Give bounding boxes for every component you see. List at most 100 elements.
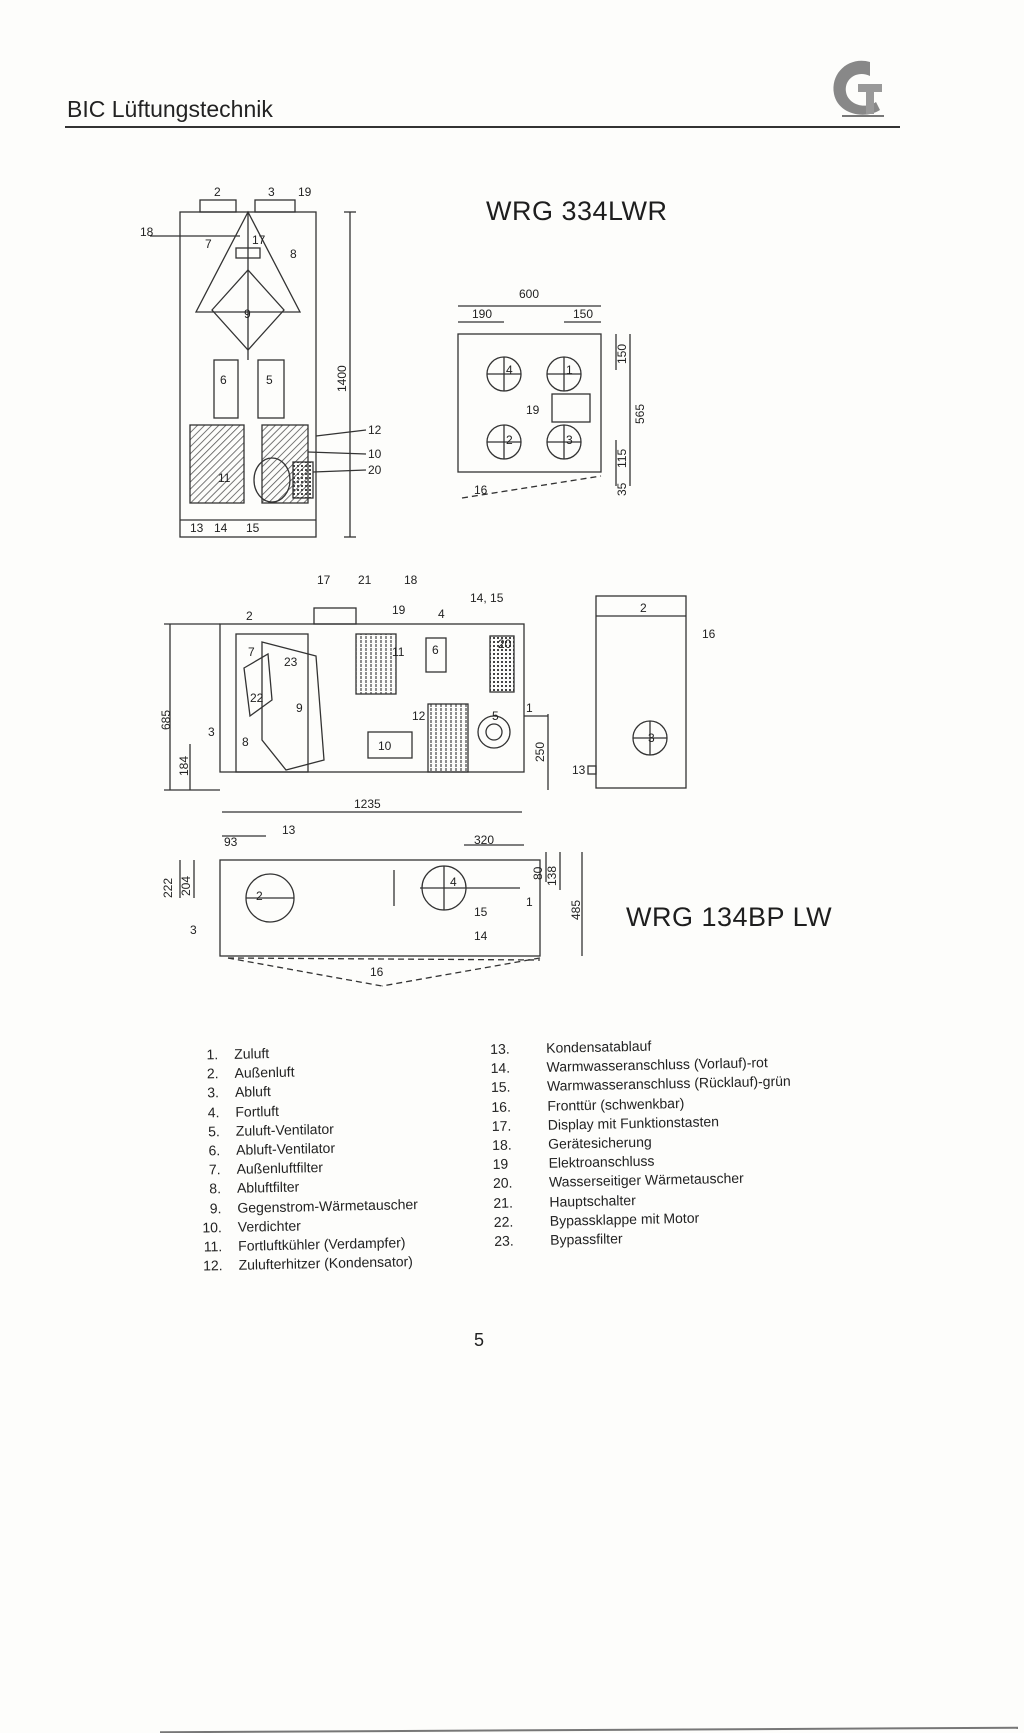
bic-logo-icon xyxy=(833,60,884,117)
label: 19 xyxy=(298,185,312,199)
header-rule xyxy=(65,126,900,128)
dimension-label: 250 xyxy=(533,742,547,762)
legend-item-text: Fortluft xyxy=(235,1102,280,1120)
legend-item-number: 18. xyxy=(492,1136,512,1153)
label: 18 xyxy=(140,225,154,239)
label: 7 xyxy=(248,645,255,659)
dimension-label: 150 xyxy=(615,344,629,364)
label: 15 xyxy=(474,905,488,919)
label: 19 xyxy=(526,403,540,417)
legend-item-text: Zulufterhitzer (Kondensator) xyxy=(238,1253,414,1274)
label: 4 xyxy=(438,607,445,621)
model-title-bottom: WRG 134BP LW xyxy=(626,902,833,932)
dimension-label: 1400 xyxy=(335,365,349,392)
legend-item-number: 6. xyxy=(208,1142,221,1159)
label: 15 xyxy=(246,521,260,535)
label: 12 xyxy=(412,709,426,723)
legend-item-text: Zuluft-Ventilator xyxy=(235,1120,334,1139)
label: 23 xyxy=(284,655,298,669)
label: 3 xyxy=(268,185,275,199)
label: 4 xyxy=(506,363,513,377)
legend-item-text: Verdichter xyxy=(237,1217,301,1235)
side-panel xyxy=(595,595,687,789)
legend-item-text: Abluft xyxy=(234,1083,271,1101)
legend-item-number: 12. xyxy=(202,1257,223,1274)
label: 16 xyxy=(702,627,716,641)
dimension-label: 1235 xyxy=(354,797,381,811)
legend-item-text: Display mit Funktionstasten xyxy=(547,1113,720,1133)
legend-item-number: 22. xyxy=(493,1213,514,1230)
legend-item-text: Abluft-Ventilator xyxy=(236,1139,336,1158)
page-number: 5 xyxy=(474,1330,485,1350)
label: 14 xyxy=(474,929,488,943)
label: 10 xyxy=(368,447,382,461)
label: 14, 15 xyxy=(470,591,504,605)
legend-item-text: Kondensatablauf xyxy=(546,1037,652,1056)
legend-item-text: Wasserseitiger Wärmetauscher xyxy=(548,1170,744,1191)
bottom-plan-box xyxy=(219,859,541,957)
legend-item-text: Gerätesicherung xyxy=(548,1133,652,1152)
label: 2 xyxy=(640,601,647,615)
label: 5 xyxy=(492,709,499,723)
plan-view-box xyxy=(457,333,602,473)
label: 18 xyxy=(404,573,418,587)
label: 20 xyxy=(498,637,512,651)
label: 16 xyxy=(370,965,384,979)
legend-item-number: 5. xyxy=(207,1122,220,1140)
label: 3 xyxy=(190,923,197,937)
label: 12 xyxy=(368,423,382,437)
legend-item-number: 13. xyxy=(490,1040,510,1057)
label: 13 xyxy=(572,763,586,777)
label: 1 xyxy=(566,363,573,377)
label: 16 xyxy=(474,483,488,497)
label: 2 xyxy=(214,185,221,199)
dimension-label: 600 xyxy=(519,287,539,301)
bypass-area xyxy=(235,633,309,773)
label: 7 xyxy=(205,237,212,251)
label: 5 xyxy=(266,373,273,387)
dimension-label: 115 xyxy=(615,449,629,468)
label: 8 xyxy=(290,247,297,261)
dimension-label: 485 xyxy=(569,900,583,920)
legend-item-text: Bypassklappe mit Motor xyxy=(549,1209,700,1229)
label: 17 xyxy=(317,573,331,587)
legend-item-number: 8. xyxy=(209,1180,222,1197)
dimension-label: 685 xyxy=(159,710,173,730)
legend-item-number: 1. xyxy=(206,1046,219,1063)
legend-item-text: Bypassfilter xyxy=(550,1230,623,1248)
label: 17 xyxy=(252,233,266,247)
legend-item-number: 16. xyxy=(491,1098,512,1115)
label: 21 xyxy=(358,573,372,587)
label: 11 xyxy=(218,471,231,485)
label: 13 xyxy=(282,823,296,837)
label: 10 xyxy=(378,739,392,753)
footer-rule xyxy=(160,1726,1018,1733)
technical-drawing: 2 3 19 18 17 7 8 9 6 5 12 10 20 11 13 14… xyxy=(140,185,716,987)
dimension-label: 93 xyxy=(224,835,238,849)
legend-item-number: 4. xyxy=(207,1103,220,1121)
label: 13 xyxy=(190,521,204,535)
label: 20 xyxy=(368,463,382,477)
legend-item-number: 15. xyxy=(490,1078,511,1096)
label: 4 xyxy=(450,875,457,889)
legend-item: 12. Zulufterhitzer (Kondensator) xyxy=(182,1252,419,1276)
dimension-label: 184 xyxy=(177,756,191,776)
dimension-label: 222 xyxy=(161,878,175,898)
label: 6 xyxy=(432,643,439,657)
label: 9 xyxy=(244,307,251,321)
legend-item-text: Hauptschalter xyxy=(549,1191,636,1210)
label: 9 xyxy=(296,701,303,715)
label: 2 xyxy=(246,609,253,623)
legend-item-number: 23. xyxy=(494,1232,514,1249)
label: 3 xyxy=(566,433,573,447)
label: 2 xyxy=(256,889,263,903)
legend-item-number: 7. xyxy=(208,1161,221,1178)
legend-item-number: 10. xyxy=(202,1218,222,1236)
label: 2 xyxy=(506,433,513,447)
legend-item-text: Außenluftfilter xyxy=(236,1159,324,1178)
label: 11 xyxy=(392,645,405,659)
legend-item-number: 19 xyxy=(492,1155,509,1173)
legend-item-number: 20. xyxy=(492,1174,513,1192)
legend-item-number: 21. xyxy=(493,1194,514,1211)
label: 6 xyxy=(220,373,227,387)
